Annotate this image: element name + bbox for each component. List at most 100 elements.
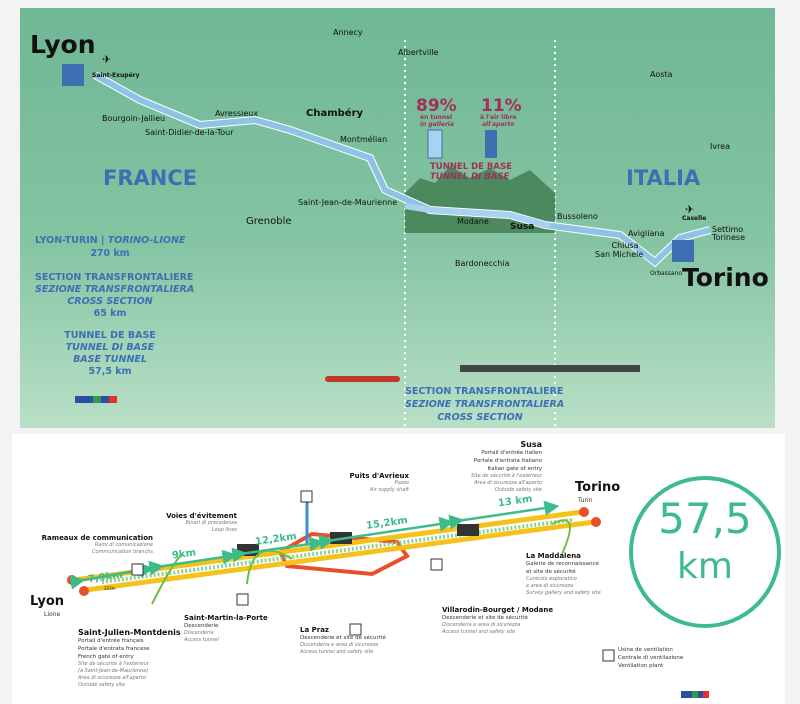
- tunnel-graphics: [67, 476, 781, 698]
- total-length-unit: km: [677, 546, 733, 587]
- info-line-fr: LYON-TURIN |: [35, 235, 108, 246]
- arrow-13km: [448, 500, 560, 530]
- label-note: Site de sécurité à l'extérieur: [78, 661, 149, 667]
- legend-it: Centrale di ventilazione: [618, 655, 684, 661]
- label-it: Cunicolo esplorativo: [526, 576, 577, 582]
- airplane-icon: ✈: [102, 53, 112, 66]
- city-san-michele: San Michele: [595, 250, 644, 259]
- label-fr: Portail d'entrée italien: [481, 450, 542, 456]
- city-aosta: Aosta: [650, 70, 673, 79]
- label-it: Discenderia: [184, 630, 214, 636]
- info-line-it: TORINO-LIONE: [107, 235, 186, 246]
- city-montmelian: Montmélian: [340, 135, 388, 144]
- city-susa: Susa: [510, 222, 535, 232]
- label-title: Voies d'évitement: [166, 512, 237, 520]
- label-title: Saint-Julien-Montdenis: [78, 628, 181, 637]
- label-note: Site de sécurité à l'extérieur: [471, 473, 542, 479]
- city-avressieux: Avressieux: [215, 109, 259, 118]
- country-italia: ITALIA: [626, 166, 701, 190]
- info-section-fr: SECTION TRANSFRONTALIERE: [35, 272, 194, 283]
- label-en: Access tunnel and safety site: [300, 649, 374, 655]
- arrow-12-2km: [231, 536, 325, 563]
- open-air-bar: [485, 130, 497, 158]
- tunnel-bar: [427, 129, 443, 159]
- distance-333m: 333m: [104, 586, 116, 591]
- station-modane: [457, 524, 479, 536]
- lyon-square: [62, 64, 84, 86]
- pct-open-air: 11%: [481, 96, 522, 116]
- france-eu-italy-flag: [681, 691, 709, 698]
- label-title: Susa: [520, 440, 542, 449]
- total-length-value: 57,5: [658, 494, 752, 543]
- label-fr: Descenderie et site de sécurité: [442, 615, 528, 621]
- tunnel-tube-south: [85, 519, 595, 593]
- label-note: Area di sicurezza all'aperto: [78, 675, 146, 681]
- city-saint-jean-de-maurienne: Saint-Jean-de-Maurienne: [298, 198, 398, 207]
- info-tunnel-en: BASE TUNNEL: [73, 354, 147, 365]
- city-chiusa: Chiusa: [611, 241, 639, 250]
- label-title: Saint-Martin-la-Porte: [184, 614, 268, 622]
- label-it: Binari di precedenza: [185, 520, 237, 526]
- tunnel-title-fr: TUNNEL DE BASE: [430, 162, 512, 172]
- city-bussoleno: Bussoleno: [557, 212, 598, 221]
- city-saint-exupery: Saint-Exupéry: [92, 72, 140, 79]
- label-en: Access tunnel: [184, 637, 219, 643]
- city-bourgoin-jallieu: Bourgoin-Jallieu: [102, 114, 166, 123]
- label-fr: Descenderie: [184, 623, 219, 629]
- info-line-title: LYON-TURIN | TORINO-LIONE: [35, 235, 185, 247]
- label-it: Rami di comunicazione: [94, 542, 153, 548]
- open-label-fr: à l'air libre: [480, 114, 517, 121]
- tgv-train: [325, 376, 400, 382]
- label-it: Portale d'entrata italiano: [473, 458, 542, 464]
- tunnel-diagram: 7,9km 9km 12,2km 15,2km 13 km 333m Lyon …: [12, 434, 785, 704]
- torino-square: [672, 240, 694, 262]
- portal-lyon-north: [67, 575, 77, 585]
- ventilation-plant-icon: [131, 490, 615, 662]
- label-note: Area di sicurezza all'aperto: [474, 480, 542, 486]
- label-en: Air supply shaft: [369, 487, 409, 493]
- country-france: FRANCE: [103, 166, 198, 190]
- arrow-15-2km: [318, 516, 455, 550]
- info-section-it: SEZIONE TRANSFRONTALIERA: [35, 284, 195, 295]
- cross-section-fr: SECTION TRANSFRONTALIERE: [405, 386, 564, 397]
- freight-train: [460, 365, 640, 372]
- base-tunnel-segment: [404, 203, 551, 229]
- cross-passages: [101, 518, 573, 584]
- city-settimo: Settimo: [712, 225, 744, 234]
- cross-section-en: CROSS SECTION: [437, 412, 523, 423]
- portal-lyon-south: [79, 586, 89, 596]
- city-lyon: Lyon: [30, 30, 96, 59]
- label-it: Pozzo: [394, 480, 409, 486]
- label-en: French gate of entry: [78, 654, 134, 660]
- legend-en: Ventilation plant: [618, 663, 664, 669]
- avrieux-loop: [277, 531, 410, 577]
- label-it: Portale d'entrata francese: [78, 646, 150, 652]
- label-note: Outside safety site: [78, 682, 125, 688]
- route-map: Lyon ✈ Saint-Exupéry Annecy Albertville …: [20, 8, 775, 428]
- total-length-circle: [629, 476, 781, 628]
- portal-turin-north: [579, 507, 589, 517]
- label-en: Access tunnel and safety site: [442, 629, 516, 635]
- city-orbassano: Orbassano: [650, 270, 683, 277]
- city-modane: Modane: [457, 217, 489, 226]
- tunnel-label-fr: en tunnel: [420, 114, 453, 121]
- open-label-it: all'aperto: [482, 121, 515, 128]
- info-section-en: CROSS SECTION: [67, 296, 153, 307]
- portal-turin-south: [591, 517, 601, 527]
- label-note: (à Saint-Jean-de-Maurienne): [78, 668, 149, 674]
- city-caselle: Caselle: [682, 215, 707, 222]
- label-title: Villarodin-Bourget / Modane: [442, 606, 554, 614]
- city-avigliana: Avigliana: [628, 229, 665, 238]
- legend-fr: Usine de ventilation: [618, 647, 673, 653]
- label-title: La Praz: [300, 626, 330, 634]
- city-ivrea: Ivrea: [710, 142, 731, 151]
- pct-tunnel: 89%: [416, 96, 457, 116]
- label-en: Communication branchs: [92, 549, 153, 555]
- city-bardonecchia: Bardonecchia: [455, 259, 510, 268]
